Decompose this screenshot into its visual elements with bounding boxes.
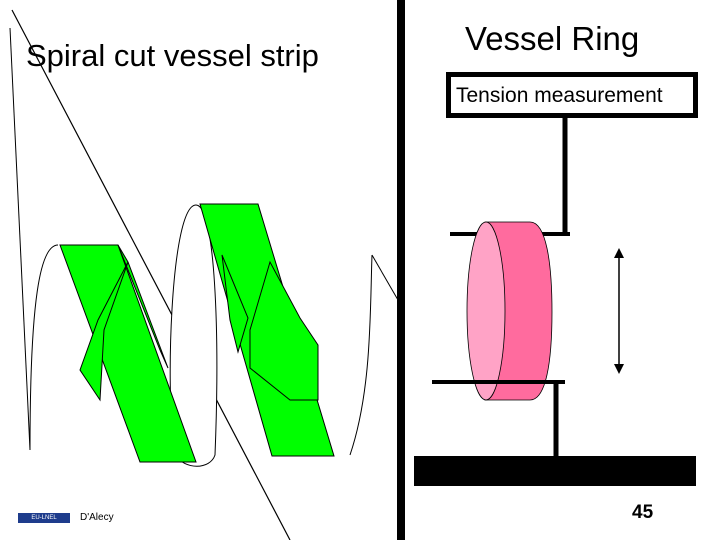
tension-label: Tension measurement [456,84,663,107]
vessel-ring-face [466,221,506,401]
strip-fold-2b [249,260,319,401]
footer-author: D'Alecy [80,512,114,523]
right-title: Vessel Ring [465,20,640,57]
strip-edge-line [9,27,31,451]
panel-divider [397,0,405,540]
arrow-head-down [614,364,624,374]
strip-fold-1b [79,261,129,402]
strip-fold-2a [221,254,249,354]
arrow-head-up [614,248,624,258]
strip-cut-line [11,9,291,540]
tension-box [446,72,698,118]
strip-fold-1a [117,244,169,369]
strip-segment-1 [59,244,197,463]
left-title: Spiral cut vessel strip [26,38,319,73]
logo: EU-LNEL [18,513,70,523]
base-block [414,456,696,486]
helix-arc-3 [349,254,373,456]
helix-end-line [371,254,399,301]
helix-arc-1 [29,244,59,451]
slide-number: 45 [632,502,654,523]
